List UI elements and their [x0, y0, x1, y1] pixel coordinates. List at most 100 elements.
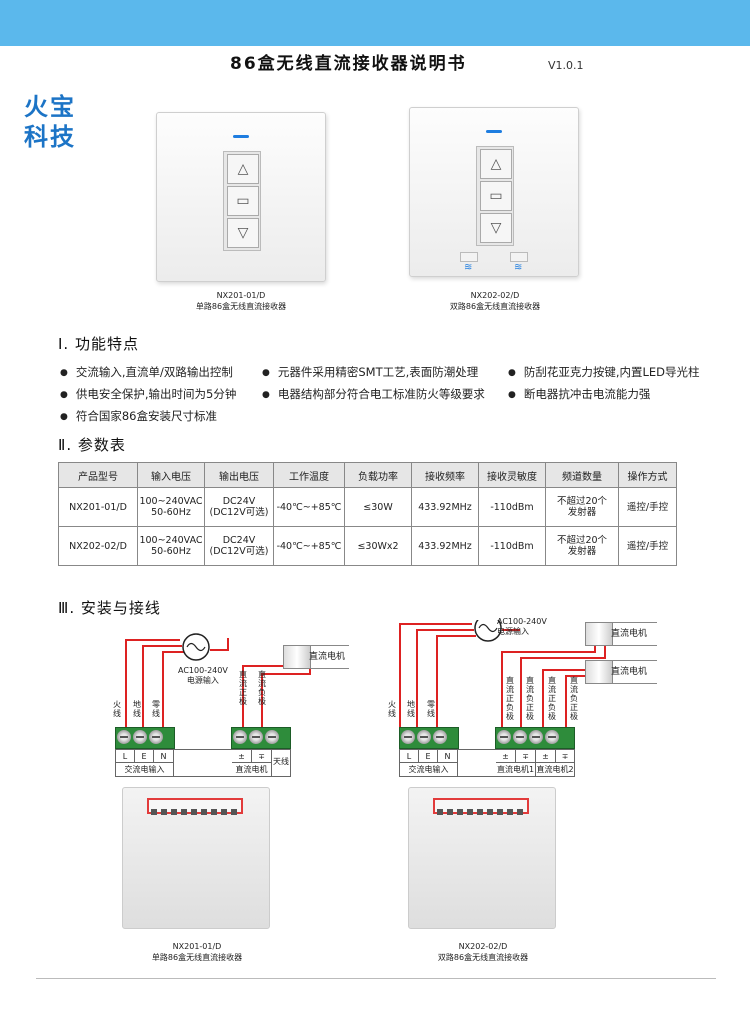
ch-line1: 不超过20个 [556, 535, 608, 546]
terminal-block-dc [495, 727, 575, 749]
screw-terminal [513, 730, 527, 744]
feature-item: 交流输入,直流单/双路输出控制 [60, 364, 233, 380]
stop-icon: ▭ [480, 181, 512, 211]
led-indicator [486, 130, 502, 133]
dc-motor2-cell: 直流电机2 [536, 765, 574, 774]
feature-item: 电器结构部分符合电工标准防火等级要求 [262, 386, 485, 402]
neutral-label: 零线 [152, 700, 160, 718]
cell-op: 遥控/手控 [618, 526, 677, 566]
page-title: 86盒无线直流接收器说明书 [230, 54, 467, 74]
cell-channels: 不超过20个发射器 [545, 526, 619, 566]
vout-line2: (DC12V可选) [209, 507, 269, 518]
down-arrow-icon: ▽ [227, 218, 259, 248]
col-header: 产品型号 [58, 462, 138, 488]
stop-icon: ▭ [227, 186, 259, 216]
terminal-block-ac [399, 727, 459, 749]
wiring-lines-left [125, 620, 610, 750]
dc-motor-label-1: 直流电机 [611, 622, 657, 646]
terminal-block-ac [115, 727, 175, 749]
terminal-minus: ∓ [556, 750, 574, 763]
channel-indicator-2 [510, 252, 528, 262]
dc-motor1-cell: 直流电机1 [496, 763, 536, 776]
dc-neg-label: 直流负极 [258, 670, 266, 706]
vout-line1: DC24V [222, 496, 256, 507]
screw-terminal [149, 730, 163, 744]
terminal-l: L [116, 750, 135, 763]
col-header: 接收频率 [411, 462, 479, 488]
terminal-plus: ± [536, 750, 556, 763]
cell-model: NX201-01/D [58, 487, 138, 527]
dc-neg-pos-label: 直流负正极 [570, 676, 578, 721]
down-arrow-icon: ▽ [480, 213, 512, 243]
cell-vout: DC24V(DC12V可选) [204, 487, 274, 527]
product-image-nx201: △ ▭ ▽ [156, 112, 326, 282]
diagram-desc: 双路86盒无线直流接收器 [437, 953, 529, 962]
cell-freq: 433.92MHz [411, 487, 479, 527]
pin-header [433, 798, 529, 815]
receiver-back-2 [408, 787, 556, 929]
product-desc: 双路86盒无线直流接收器 [449, 302, 541, 311]
keypad: △ ▭ ▽ [223, 151, 261, 251]
cell-vout: DC24V(DC12V可选) [204, 526, 274, 566]
live-label: 火线 [388, 700, 396, 718]
col-header: 输出电压 [204, 462, 274, 488]
ac-input: 电源输入 [497, 627, 529, 636]
screw-terminal [497, 730, 511, 744]
feature-item: 符合国家86盒安装尺寸标准 [60, 408, 217, 424]
screw-terminal [233, 730, 247, 744]
col-header: 输入电压 [137, 462, 205, 488]
spec-table: 产品型号 输入电压 输出电压 工作温度 负载功率 接收频率 接收灵敏度 频道数量… [58, 462, 677, 566]
terminal-label-table-1: L E N 交流电输入 ± ∓ 直流电机 天线 [115, 749, 291, 777]
col-header: 操作方式 [618, 462, 677, 488]
neutral-label: 零线 [427, 700, 435, 718]
motor-cap [585, 622, 613, 646]
col-header: 频道数量 [545, 462, 619, 488]
diagram-caption-2: NX202-02/D 双路86盒无线直流接收器 [408, 941, 558, 963]
cell-temp: -40℃~+85℃ [273, 526, 345, 566]
dc-motor-label: 直流电机 [309, 645, 349, 669]
screw-terminal [417, 730, 431, 744]
dc-pos-neg-label: 直流正负极 [548, 676, 556, 721]
screw-terminal [133, 730, 147, 744]
up-arrow-icon: △ [227, 154, 259, 184]
logo-line2: 科技 [24, 123, 76, 151]
motor-cap [585, 660, 613, 684]
product-model: NX202-02/D [470, 291, 520, 300]
pin-header [147, 798, 243, 815]
channel-indicator-1 [460, 252, 478, 262]
cell-sens: -110dBm [478, 487, 546, 527]
terminal-n: N [438, 750, 458, 763]
screw-terminal [433, 730, 447, 744]
terminal-label-table-2: L E N 交流电输入 ± ∓ ± ∓ 直流电机1 直流电机2 [399, 749, 575, 777]
product-desc: 单路86盒无线直流接收器 [195, 302, 287, 311]
screw-terminal [401, 730, 415, 744]
product-model: NX201-01/D [216, 291, 266, 300]
cell-channels: 不超过20个发射器 [545, 487, 619, 527]
cell-model: NX202-02/D [58, 526, 138, 566]
vin-line1: 100~240VAC [139, 496, 203, 507]
keypad: △ ▭ ▽ [476, 146, 514, 246]
ch-line2: 发射器 [567, 507, 597, 518]
motor-cap [283, 645, 311, 669]
product-caption-1: NX201-01/D 单路86盒无线直流接收器 [156, 290, 326, 312]
section-install-heading: Ⅲ. 安装与接线 [58, 599, 161, 617]
col-header: 负载功率 [344, 462, 412, 488]
terminal-plus: ± [496, 750, 516, 763]
terminal-n: N [154, 750, 174, 763]
screw-terminal [249, 730, 263, 744]
dc-motor-label-2: 直流电机 [611, 660, 657, 684]
terminal-block-dc [231, 727, 291, 749]
vout-line2: (DC12V可选) [209, 546, 269, 557]
feature-item: 供电安全保护,输出时间为5分钟 [60, 386, 236, 402]
diagram-model: NX202-02/D [458, 942, 508, 951]
vin-line2: 50-60Hz [151, 546, 191, 557]
screw-terminal [529, 730, 543, 744]
logo-line1: 火宝 [24, 93, 76, 121]
screw-terminal [265, 730, 279, 744]
